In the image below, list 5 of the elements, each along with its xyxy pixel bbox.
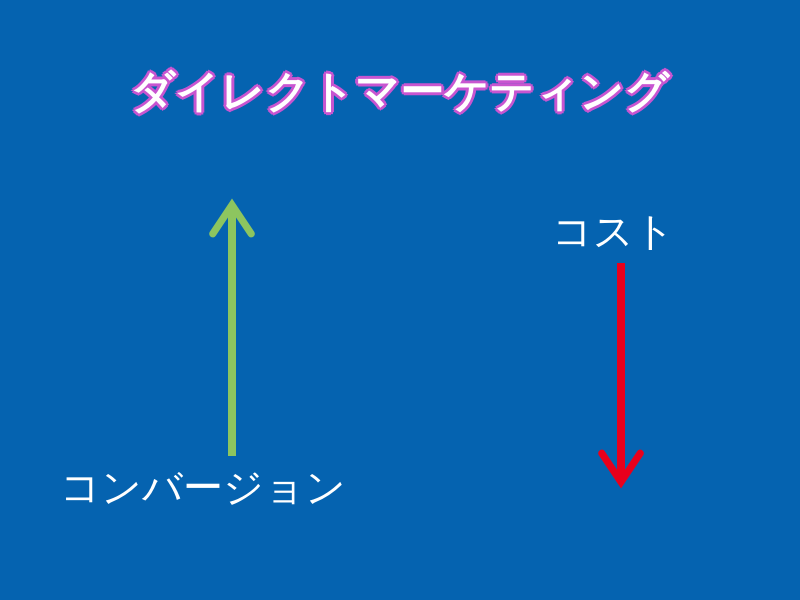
title: ダイレクトマーケティング [130,66,670,117]
arrow [598,263,644,486]
arrow [209,201,255,456]
text-label: コスト [552,204,675,259]
text-label: コンバージョン [60,460,346,515]
